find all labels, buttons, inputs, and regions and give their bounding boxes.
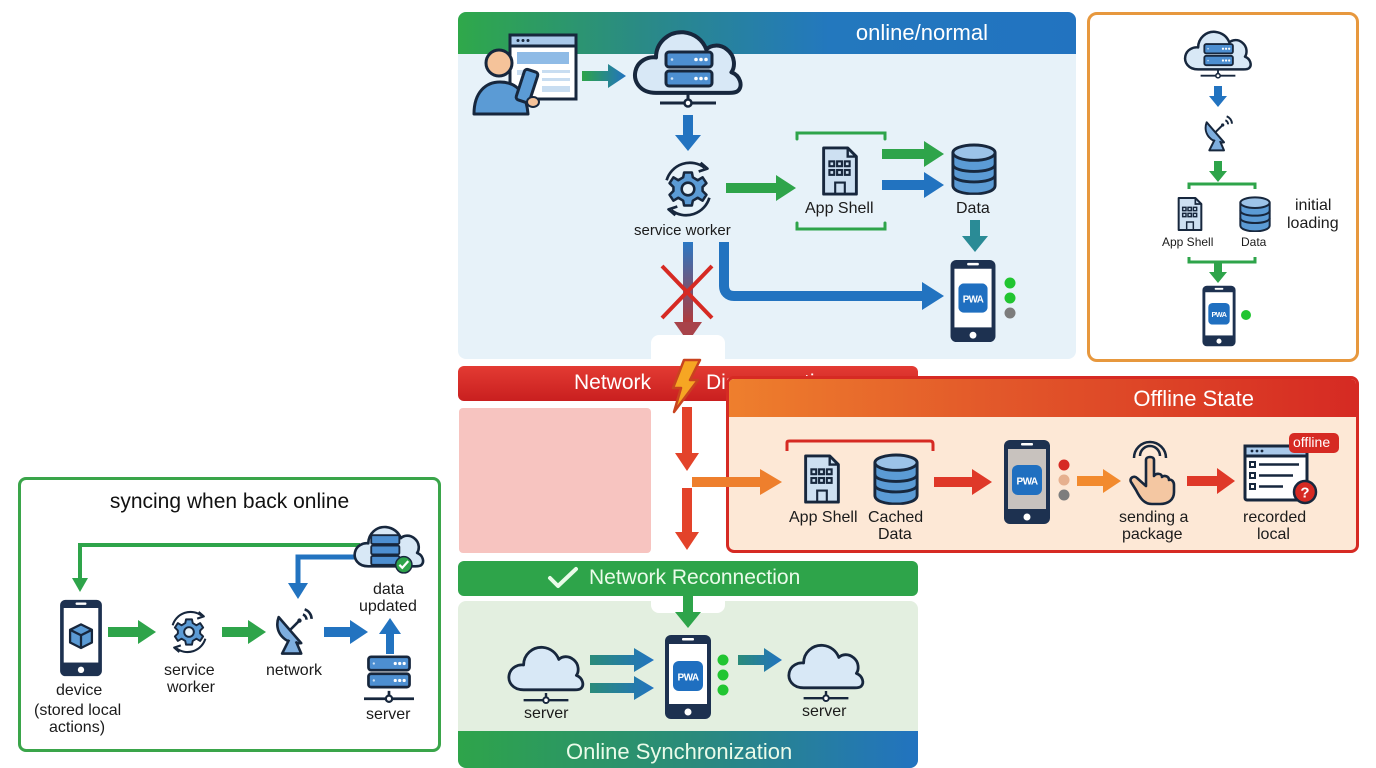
satellite-dish-icon: [1204, 115, 1233, 152]
blocked-x-icon: [660, 242, 714, 342]
offline-badge-label: offline: [1293, 434, 1331, 450]
sync-panel-title: Online Synchronization: [566, 738, 793, 764]
device-label-line1: device: [56, 682, 103, 699]
app-shell-label: App Shell: [805, 200, 874, 217]
server-cloud-right-icon: [787, 643, 865, 703]
checkmark-icon: [548, 567, 578, 588]
arrow-to-offline-cache: [692, 469, 782, 495]
arrow-sw-to-pwa: [719, 242, 944, 310]
back-online-title: syncing when back online: [109, 490, 350, 513]
arrow-down-small-green: [1209, 161, 1227, 182]
arrow-down-to-service-worker: [675, 115, 701, 151]
sync-server-right-label: server: [802, 703, 847, 720]
tap-hand-icon: [1129, 440, 1176, 506]
online-status-lights: [1004, 277, 1016, 319]
sending-label-line2: package: [1122, 526, 1183, 543]
arrow-server-up: [379, 618, 401, 654]
device-label-line2: (stored local: [34, 702, 122, 719]
offline-panel-header: [729, 379, 1356, 417]
user-with-browser-icon: [472, 33, 578, 116]
arrow-app-shell-to-data-green: [882, 141, 944, 167]
arrow-send-to-record: [1187, 468, 1235, 494]
cloud-server-icon: [1183, 30, 1252, 79]
offline-left-block: [459, 408, 651, 553]
pwa-phone-icon: [665, 635, 711, 719]
device-label-line3: actions): [49, 719, 106, 736]
arrow-server-to-pwa-1: [590, 648, 654, 672]
database-icon: [1239, 196, 1271, 232]
initial-data-label: Data: [1241, 235, 1267, 249]
app-shell-building-icon: [804, 454, 840, 504]
data-updated-line1: data: [373, 581, 405, 598]
server-cloud-left-icon: [507, 645, 585, 705]
lightning-icon: [671, 358, 702, 414]
arrow-data-to-pwa: [962, 220, 988, 252]
server-rack-icon: [362, 655, 416, 704]
arrow-app-shell-to-data-blue: [882, 172, 944, 198]
arrow-down-to-sync: [675, 596, 701, 628]
pwa-phone-icon: [1004, 440, 1050, 524]
reconnection-label: Network Reconnection: [589, 566, 801, 589]
sync-panel-footer: [458, 731, 918, 768]
cached-data-label-line2: Data: [878, 526, 912, 543]
network-label: network: [266, 662, 323, 679]
arrow-down-disconnect: [675, 407, 699, 471]
arrow-down-small: [1209, 86, 1227, 107]
arrow-cloud-to-device: [72, 543, 360, 592]
recorded-label-line2: local: [1257, 526, 1290, 543]
disconnection-label-left: Network: [574, 371, 652, 394]
arrow-pwa-to-send: [1077, 469, 1121, 493]
app-shell-building-icon: [1177, 197, 1203, 231]
offline-cache-bracket: [785, 439, 935, 451]
data-label: Data: [956, 200, 990, 217]
svg-text:?: ?: [1300, 485, 1309, 502]
arrow-network-to-server: [324, 620, 368, 644]
back-sw-label-line1: service: [164, 662, 215, 679]
back-sw-label-line2: worker: [167, 679, 216, 696]
arrow-cache-to-pwa: [934, 469, 992, 495]
data-updated-cloud-icon: [353, 525, 425, 574]
offline-badge: [1289, 433, 1339, 453]
pwa-phone-icon: [1202, 285, 1236, 347]
arrow-sw-to-app-shell: [726, 175, 796, 201]
data-updated-line2: updated: [359, 598, 417, 615]
cached-data-label-line1: Cached: [868, 509, 924, 526]
arrow-server-to-pwa-2: [590, 676, 654, 700]
service-worker-gear-icon: [171, 610, 207, 654]
database-icon: [951, 143, 997, 195]
arrow-pwa-to-server: [738, 648, 782, 672]
arrow-down-small-green-2: [1209, 262, 1227, 283]
arrow-cloud-to-network: [288, 554, 360, 599]
recorded-label-line1: recorded: [1243, 509, 1307, 526]
back-server-label: server: [366, 706, 411, 723]
sync-server-left-label: server: [524, 705, 569, 722]
database-icon: [873, 453, 919, 505]
initial-app-shell-label: App Shell: [1162, 235, 1214, 249]
arrow-down-to-reconnect: [675, 488, 699, 550]
initial-status-light: [1241, 310, 1251, 320]
offline-status-lights: [1058, 459, 1070, 501]
service-worker-gear-icon: [665, 161, 711, 217]
initial-loading-title-line1: initial: [1295, 197, 1332, 214]
arrow-user-to-server: [582, 64, 626, 88]
offline-app-shell-label: App Shell: [789, 509, 858, 526]
pwa-phone-icon: [950, 259, 996, 343]
initial-loading-title-line2: loading: [1287, 215, 1339, 232]
cloud-server-icon: [630, 22, 746, 108]
arrow-device-to-sw: [108, 620, 156, 644]
network-reconnection-bar: [458, 561, 918, 596]
app-shell-building-icon: [822, 146, 858, 196]
offline-panel-title: Offline State: [1133, 386, 1254, 411]
arrow-sw-to-network: [222, 620, 266, 644]
form-question-icon: ?: [1243, 444, 1318, 505]
online-panel-title: online/normal: [855, 20, 988, 45]
service-worker-label: service worker: [634, 222, 731, 239]
network-dish-icon: [276, 608, 313, 655]
app-shell-bracket: [795, 131, 887, 231]
device-phone-icon: [60, 599, 102, 677]
sending-label-line1: sending a: [1119, 509, 1189, 526]
sync-status-lights: [717, 654, 729, 696]
